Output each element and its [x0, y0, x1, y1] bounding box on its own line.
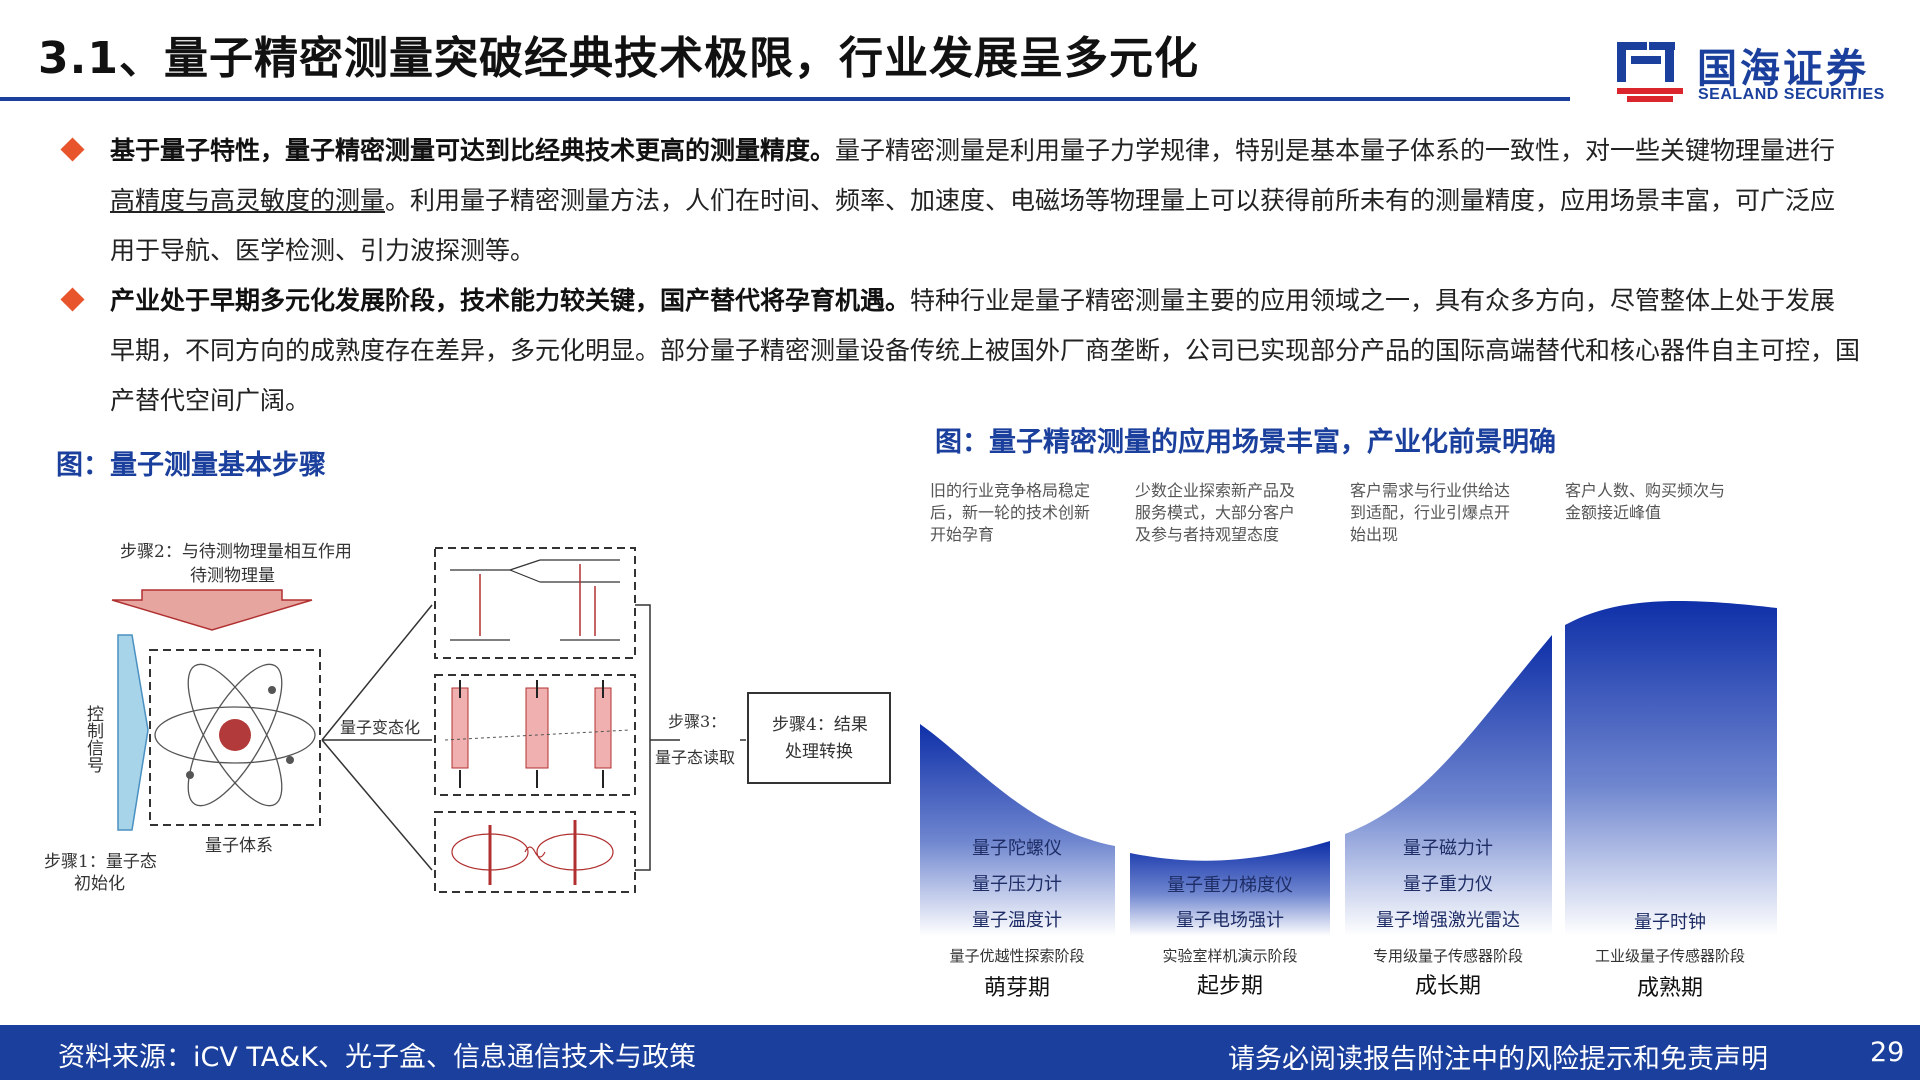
- bullet-lead: 基于量子特性，量子精密测量可达到比经典技术更高的测量精度。: [110, 136, 836, 165]
- control-signal-label: 控制信号: [83, 705, 104, 774]
- bullet-underline-text: 高精度与高灵敏度的测量: [110, 186, 386, 215]
- result-processing-box: [747, 692, 891, 784]
- control-signal-arrow-icon: [117, 634, 149, 831]
- slide-title: 3.1、量子精密测量突破经典技术极限，行业发展呈多元化: [38, 33, 1199, 84]
- bullet-list: 基于量子特性，量子精密测量可达到比经典技术更高的测量精度。量子精密测量是利用量子…: [60, 126, 1860, 426]
- product-label: 量子重力仪: [1403, 874, 1493, 895]
- product-label: 量子陀螺仪: [972, 838, 1062, 859]
- product-label: 量子电场强计: [1176, 910, 1284, 931]
- stage-note-line: 旧的行业竞争格局稳定: [930, 481, 1090, 500]
- step1-label-line2: 初始化: [74, 874, 125, 894]
- stage-note-line: 客户需求与行业供给达: [1350, 481, 1510, 500]
- state-evolution-box: [434, 674, 636, 796]
- quantum-measurement-steps-diagram: 步骤2：与待测物理量相互作用 待测物理量 控制信号 量子体系 步骤1：量子态 初…: [44, 542, 891, 894]
- step4-label: 步骤4：结果: [772, 715, 868, 735]
- stage-column-mature: [1565, 600, 1777, 936]
- stage-sub-label: 实验室样机演示阶段: [1162, 947, 1297, 965]
- stage-name: 起步期: [1197, 974, 1263, 999]
- step3-label: 步骤3：: [668, 712, 726, 731]
- stage-column-startup: [1130, 841, 1330, 936]
- bullet-item-2: 产业处于早期多元化发展阶段，技术能力较关键，国产替代将孕育机遇。特种行业是量子精…: [60, 276, 1860, 426]
- measured-quantity-label: 待测物理量: [190, 566, 275, 586]
- branch-arrow: [321, 739, 433, 871]
- step1-label: 步骤1：量子态: [44, 852, 157, 872]
- stage-sub-label: 专用级量子传感器阶段: [1373, 947, 1523, 965]
- product-label: 量子增强激光雷达: [1376, 910, 1520, 931]
- bullet-text: 量子精密测量是利用量子力学规律，特别是基本量子体系的一致性，对一些关键物理量进行: [835, 136, 1836, 165]
- stage-name: 成熟期: [1637, 976, 1703, 1001]
- stage-column-growth: [1345, 635, 1552, 936]
- quantum-system-label: 量子体系: [205, 836, 273, 856]
- stage-column-sprouting: [920, 724, 1115, 936]
- stage-sub-label: 工业级量子传感器阶段: [1595, 947, 1745, 965]
- stage-sub-label: 量子优越性探索阶段: [949, 947, 1084, 965]
- state-change-label: 量子变态化: [340, 718, 420, 737]
- industry-lifecycle-diagram: 旧的行业竞争格局稳定 后，新一轮的技术创新 开始孕育 少数企业探索新产品及 服务…: [920, 481, 1777, 1001]
- atom-icon: [154, 663, 316, 807]
- product-label: 量子温度计: [972, 910, 1062, 931]
- bullet-text: 特种行业是量子精密测量主要的应用领域之一，具有众多方向，尽管整体上处于发展早期，…: [110, 286, 1861, 415]
- bullet-lead: 产业处于早期多元化发展阶段，技术能力较关键，国产替代将孕育机遇。: [110, 286, 911, 315]
- bullet-diamond-icon: [60, 287, 85, 312]
- step4-label-line2: 处理转换: [785, 742, 853, 762]
- readout-pattern-icon: [451, 820, 614, 885]
- down-arrow-icon: [111, 589, 313, 631]
- readout-pattern-box: [434, 811, 636, 893]
- stage-note-line: 客户人数、购买频次与: [1565, 481, 1725, 500]
- product-label: 量子磁力计: [1403, 838, 1493, 859]
- step3-label-line2: 量子态读取: [655, 748, 735, 767]
- stage-note-line: 少数企业探索新产品及: [1135, 481, 1295, 500]
- disclaimer-text: 请务必阅读报告附注中的风险提示和免责声明: [1228, 1044, 1768, 1075]
- stage-note-line: 服务模式，大部分客户: [1135, 503, 1295, 522]
- product-label: 量子时钟: [1634, 912, 1706, 933]
- logo-text-cn: 国海证券: [1697, 46, 1869, 92]
- product-label: 量子重力梯度仪: [1167, 875, 1293, 896]
- quantum-system-box: [149, 649, 321, 826]
- stage-note-line: 及参与者持观望态度: [1135, 525, 1279, 544]
- stage-note-line: 开始孕育: [930, 525, 994, 544]
- bullet-diamond-icon: [60, 137, 85, 162]
- source-note: 资料来源：iCV TA&K、光子盒、信息通信技术与政策: [58, 1042, 697, 1073]
- state-evolution-icon: [444, 680, 631, 788]
- step2-label: 步骤2：与待测物理量相互作用: [120, 542, 352, 562]
- product-label: 量子压力计: [972, 874, 1062, 895]
- stage-name: 萌芽期: [984, 976, 1050, 1001]
- branch-arrow: [321, 604, 433, 741]
- stage-note-line: 始出现: [1350, 525, 1398, 544]
- stage-note-line: 到适配，行业引爆点开: [1350, 503, 1510, 522]
- stage-note-line: 金额接近峰值: [1565, 503, 1661, 522]
- page-number: 29: [1870, 1037, 1905, 1068]
- stage-name: 成长期: [1415, 974, 1481, 999]
- stage-note-line: 后，新一轮的技术创新: [930, 503, 1090, 522]
- title-rule: [0, 97, 1570, 101]
- figure-caption-left: 图：量子测量基本步骤: [56, 450, 326, 481]
- logo-text-en: SEALAND SECURITIES: [1698, 86, 1885, 103]
- energy-level-icon: [450, 559, 620, 641]
- bullet-text: 。利用量子精密测量方法，人们在时间、频率、加速度、电磁场等物理量上可以获得前所未…: [110, 186, 1836, 265]
- figure-caption-right: 图：量子精密测量的应用场景丰富，产业化前景明确: [935, 427, 1556, 458]
- bullet-item-1: 基于量子特性，量子精密测量可达到比经典技术更高的测量精度。量子精密测量是利用量子…: [60, 126, 1860, 276]
- footer-bar: 资料来源：iCV TA&K、光子盒、信息通信技术与政策 请务必阅读报告附注中的风…: [0, 1025, 1920, 1080]
- energy-level-box: [434, 547, 636, 659]
- logo-mark-icon: [1617, 42, 1683, 102]
- company-logo: 国海证券 SEALAND SECURITIES: [1615, 36, 1895, 106]
- collector-bracket: [635, 604, 651, 871]
